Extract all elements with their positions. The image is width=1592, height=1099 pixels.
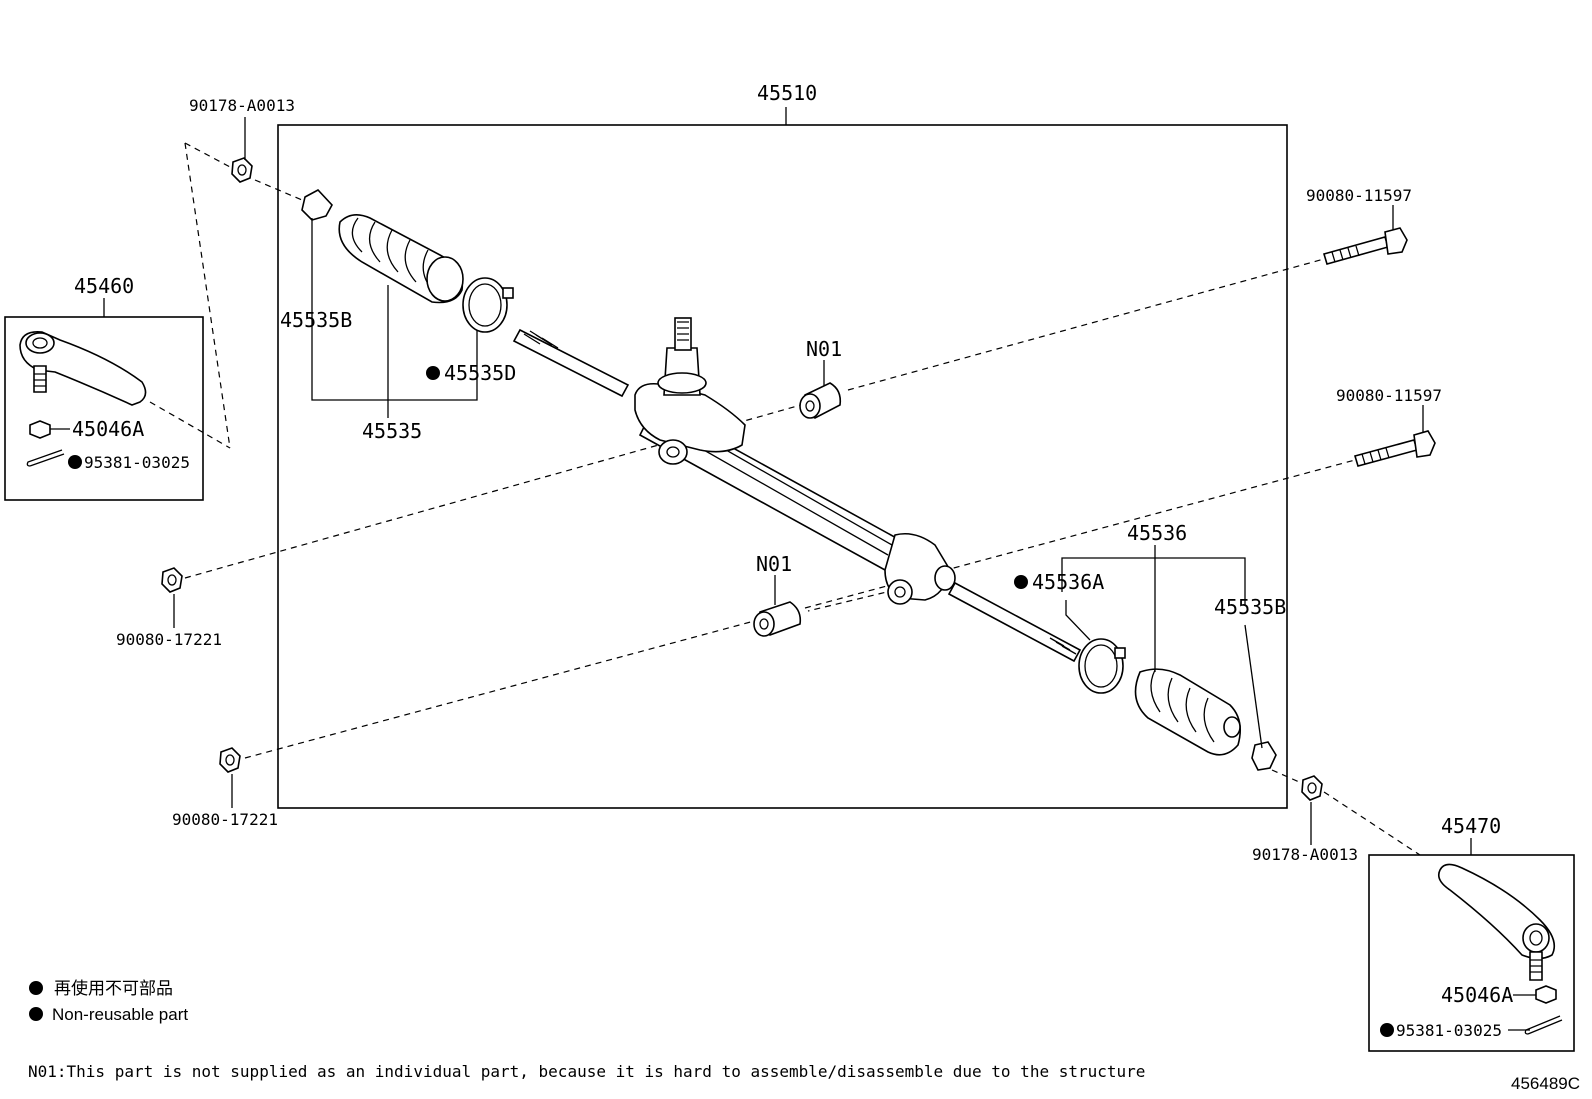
bolt-upper: [1322, 227, 1408, 265]
bullet-45536A: [1014, 575, 1028, 589]
label-45535: 45535: [362, 419, 422, 443]
tie-rod-end-lh: [19, 330, 147, 406]
legend-bullet-en: [29, 1007, 43, 1021]
label-45536: 45536: [1127, 521, 1187, 545]
clamp-left: [462, 277, 514, 333]
clamp-right: [1078, 638, 1126, 694]
label-90080-17221-upper: 90080-17221: [116, 630, 222, 649]
legend-text-jp: 再使用不可部品: [54, 978, 173, 998]
label-95381-rh: 95381-03025: [1396, 1021, 1502, 1040]
label-45046A-rh: 45046A: [1441, 983, 1513, 1007]
label-45536A: 45536A: [1032, 570, 1104, 594]
steering-rack-housing: [512, 317, 1082, 663]
legend-bullet-jp: [29, 981, 43, 995]
label-95381-lh: 95381-03025: [84, 453, 190, 472]
label-45535B-right: 45535B: [1214, 595, 1286, 619]
legend-text-en: Non-reusable part: [52, 1005, 188, 1024]
bullet-95381-rh: [1380, 1023, 1394, 1037]
rack-assembly-frame: [277, 124, 1288, 809]
label-45470: 45470: [1441, 814, 1501, 838]
label-90080-11597-upper: 90080-11597: [1306, 186, 1412, 205]
bolt-lower: [1353, 430, 1436, 467]
cotter-pin-rh: [1524, 1015, 1563, 1035]
label-N01-upper: N01: [806, 337, 842, 361]
nut-lh: [29, 420, 51, 439]
label-45535B-left: 45535B: [280, 308, 352, 332]
tie-rod-end-rh: [1437, 863, 1556, 981]
boot-right: [1134, 668, 1241, 756]
clip-left: [301, 189, 333, 221]
label-45535D: 45535D: [444, 361, 516, 385]
nut-left-lower: [219, 747, 241, 773]
label-90178-left: 90178-A0013: [189, 96, 295, 115]
nut-tie-right: [1301, 775, 1323, 801]
leader-lines: [50, 117, 1536, 1031]
diagram-id: 456489C: [1511, 1074, 1580, 1093]
label-N01-lower: N01: [756, 552, 792, 576]
clip-right: [1251, 741, 1277, 771]
cotter-pin-lh: [26, 449, 65, 467]
label-45046A-lh: 45046A: [72, 417, 144, 441]
bullet-45535D: [426, 366, 440, 380]
nut-left-upper: [161, 567, 183, 593]
bushing-upper: [799, 382, 842, 419]
label-90080-11597-lower: 90080-11597: [1336, 386, 1442, 405]
label-45460: 45460: [74, 274, 134, 298]
bushing-lower: [753, 601, 802, 637]
footnote-n01: N01:This part is not supplied as an indi…: [28, 1062, 1145, 1081]
bullet-95381-lh: [68, 455, 82, 469]
label-45510: 45510: [757, 81, 817, 105]
nut-rh: [1535, 985, 1557, 1004]
label-90178-right: 90178-A0013: [1252, 845, 1358, 864]
boot-left: [338, 214, 464, 304]
nut-tie-left: [231, 157, 253, 183]
label-90080-17221-lower: 90080-17221: [172, 810, 278, 829]
